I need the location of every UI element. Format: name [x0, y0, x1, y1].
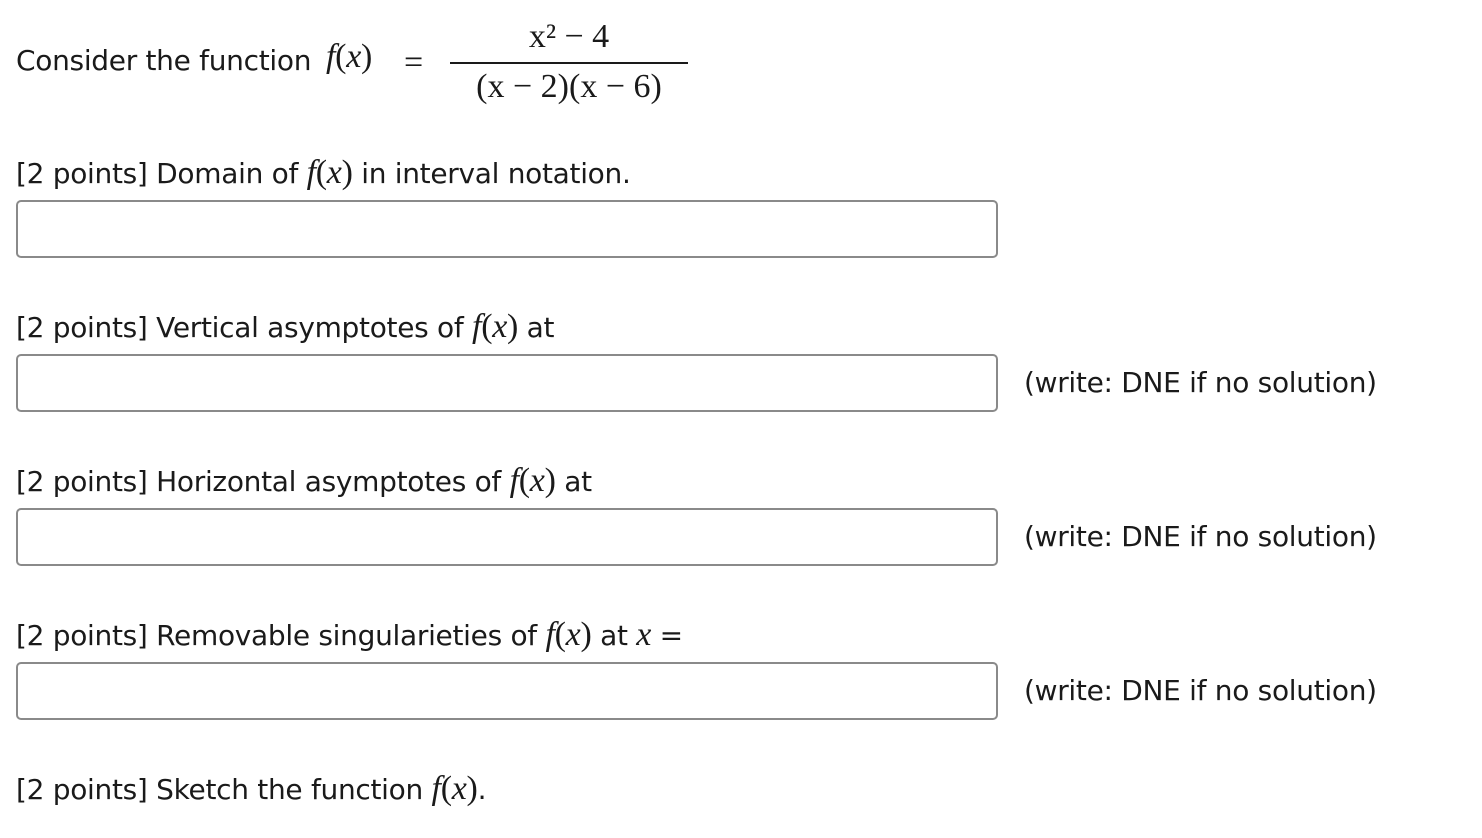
- function-fraction: x² − 4 (x − 2)(x − 6): [450, 14, 688, 110]
- fraction-denominator: (x − 2)(x − 6): [476, 68, 662, 105]
- fraction-numerator: x² − 4: [528, 18, 610, 55]
- fraction-bar: [450, 62, 688, 64]
- horizontal-asymptotes-hint: (write: DNE if no solution): [1024, 520, 1377, 553]
- vertical-asymptotes-answer-input[interactable]: [16, 354, 998, 412]
- question-label-text: [2 points] Horizontal asymptotes of: [16, 465, 501, 498]
- question-sketch-label: [2 points] Sketch the function f(x).: [16, 770, 487, 807]
- intro-text: Consider the function: [16, 47, 311, 75]
- vertical-asymptotes-hint: (write: DNE if no solution): [1024, 366, 1377, 399]
- f-symbol: f: [545, 616, 555, 653]
- f-symbol: f: [326, 38, 336, 75]
- question-label-text: [2 points] Domain of: [16, 157, 298, 190]
- x-symbol: x: [326, 154, 342, 191]
- x-symbol: x: [636, 616, 652, 653]
- equals-sign: =: [659, 619, 683, 652]
- question-domain-label: [2 points] Domain of f(x) in interval no…: [16, 154, 631, 191]
- question-label-text: [2 points] Sketch the function: [16, 773, 423, 806]
- removable-singularities-hint: (write: DNE if no solution): [1024, 674, 1377, 707]
- question-removable-singularities-label: [2 points] Removable singularieties of f…: [16, 616, 683, 653]
- x-symbol: x: [492, 308, 508, 345]
- x-symbol: x: [346, 38, 361, 75]
- question-vertical-asymptotes-label: [2 points] Vertical asymptotes of f(x) a…: [16, 308, 555, 345]
- f-symbol: f: [509, 462, 519, 499]
- f-symbol: f: [306, 154, 316, 191]
- f-symbol: f: [472, 308, 482, 345]
- question-suffix: .: [477, 773, 487, 806]
- x-symbol: x: [529, 462, 545, 499]
- question-suffix: in interval notation.: [361, 157, 631, 190]
- removable-singularities-answer-input[interactable]: [16, 662, 998, 720]
- domain-answer-input[interactable]: [16, 200, 998, 258]
- question-horizontal-asymptotes-label: [2 points] Horizontal asymptotes of f(x)…: [16, 462, 592, 499]
- question-suffix: at: [526, 311, 555, 344]
- question-suffix: at: [564, 465, 592, 498]
- question-suffix: at: [600, 619, 628, 652]
- intro-prefix: Consider the function: [16, 44, 312, 77]
- equals-sign: =: [404, 44, 424, 81]
- question-label-text: [2 points] Removable singularieties of: [16, 619, 537, 652]
- question-label-text: [2 points] Vertical asymptotes of: [16, 311, 464, 344]
- intro-function-name: f(x): [326, 38, 373, 75]
- x-symbol: x: [451, 770, 467, 807]
- x-symbol: x: [565, 616, 581, 653]
- f-symbol: f: [431, 770, 441, 807]
- horizontal-asymptotes-answer-input[interactable]: [16, 508, 998, 566]
